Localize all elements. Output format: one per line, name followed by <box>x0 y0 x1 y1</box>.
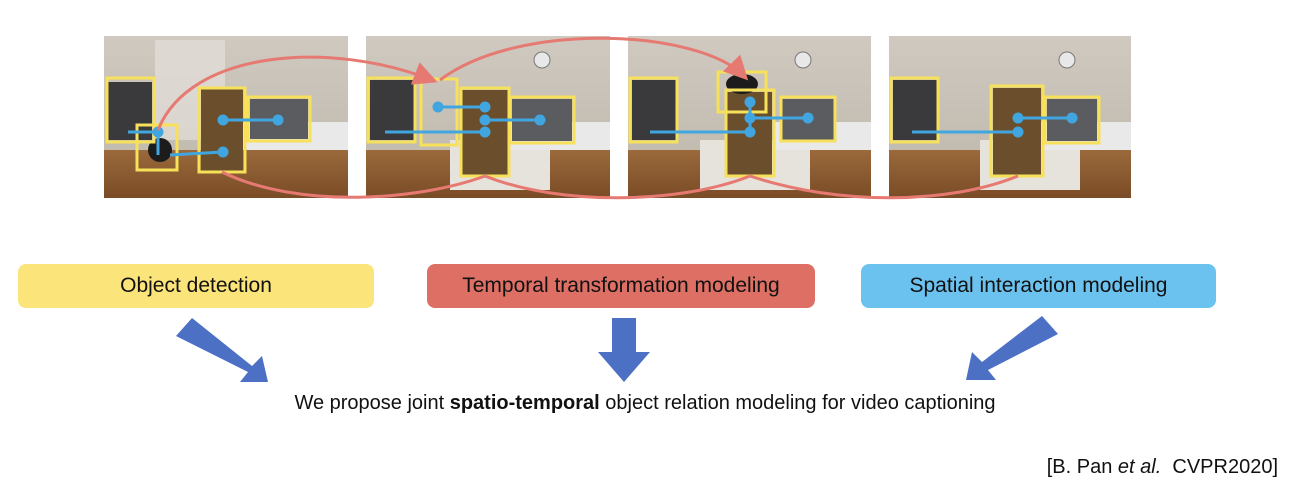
spatial-links <box>128 96 1078 158</box>
caption-before: We propose joint <box>294 392 450 414</box>
object-detection-box: Object detection <box>18 264 374 308</box>
temporal-modeling-box: Temporal transformation modeling <box>427 264 815 308</box>
arrow-detection <box>176 318 268 382</box>
citation-italic: et al. <box>1117 456 1162 478</box>
temporal-modeling-label: Temporal transformation modeling <box>462 274 780 297</box>
object-detection-label: Object detection <box>120 274 272 297</box>
video-frame-3 <box>628 36 871 198</box>
spatial-modeling-box: Spatial interaction modeling <box>861 264 1216 308</box>
video-frame-1 <box>104 36 348 198</box>
video-frame-4 <box>889 36 1131 198</box>
arrow-temporal <box>598 318 650 382</box>
citation: [B. Pan et al. CVPR2020] <box>1047 456 1278 479</box>
spatial-modeling-label: Spatial interaction modeling <box>909 274 1168 297</box>
arrows <box>176 316 1058 382</box>
caption-after: object relation modeling for video capti… <box>599 392 996 414</box>
arrow-spatial <box>966 316 1058 380</box>
temporal-links <box>156 36 1019 200</box>
citation-before: [B. Pan <box>1046 456 1118 478</box>
caption: We propose joint spatio-temporal object … <box>0 392 1290 415</box>
caption-bold: spatio-temporal <box>449 392 600 414</box>
citation-after: CVPR2020] <box>1161 456 1278 478</box>
